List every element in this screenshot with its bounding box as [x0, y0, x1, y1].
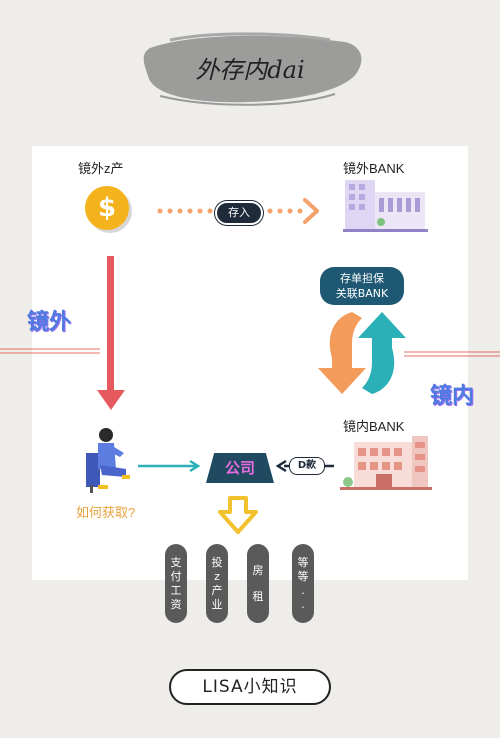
how-to-get-label: 如何获取?	[76, 505, 136, 520]
pledge-line2: 关联BANK	[335, 287, 389, 300]
left-stripe	[0, 348, 100, 354]
use-pill-4: 等 等 . .	[292, 544, 314, 623]
use-char: 付	[170, 570, 182, 583]
bank-building-icon	[343, 180, 428, 232]
use-char: 等	[297, 556, 309, 569]
deposit-arrow	[157, 198, 319, 224]
use-pill-1: 支 付 工 资	[165, 544, 187, 623]
use-char: 资	[170, 598, 182, 611]
use-char: 房	[252, 564, 264, 577]
person-icon	[86, 428, 130, 493]
offshore-down-arrow	[97, 256, 125, 410]
use-char: 等	[297, 570, 309, 583]
title-banner: 外存内dai	[130, 30, 370, 110]
exchange-arrows	[318, 312, 406, 394]
bank-building-icon	[340, 436, 432, 490]
use-char: 支	[170, 556, 182, 569]
footer-badge: LISA小知识	[169, 669, 331, 705]
onshore-side-label: 镜内	[430, 384, 475, 409]
use-char: .	[301, 598, 305, 611]
use-char: z	[214, 570, 220, 583]
use-pill-2: 投 z 产 业	[206, 544, 228, 623]
use-char: 租	[252, 590, 264, 603]
pledge-line1: 存单担保	[340, 272, 384, 285]
d-loan-text: D款	[297, 460, 317, 471]
brush-stroke	[143, 32, 362, 106]
person-to-company-arrow	[138, 459, 201, 473]
use-char: 业	[211, 598, 223, 611]
offshore-bank-label: 镜外BANK	[343, 161, 405, 176]
use-char: 产	[211, 584, 223, 597]
right-stripe	[404, 351, 500, 357]
onshore-bank-label: 镜内BANK	[343, 419, 405, 434]
company-node	[206, 453, 274, 483]
use-char: 工	[170, 584, 182, 597]
offshore-z-label: 镜外z产	[78, 161, 124, 176]
company-label: 公司	[224, 459, 255, 477]
use-char: 投	[211, 556, 223, 569]
use-char: .	[301, 584, 305, 597]
pledge-box: 存单担保 关联BANK	[320, 267, 404, 305]
offshore-side-label: 镜外	[27, 310, 72, 335]
page-title: 外存内dai	[195, 56, 305, 84]
use-pill-3: 房 租	[247, 544, 269, 623]
deposit-label: 存入	[215, 201, 263, 225]
down-chevron-icon	[218, 496, 258, 534]
d-loan-label: D款	[289, 457, 325, 475]
dollar-coin-icon: $	[85, 186, 129, 230]
